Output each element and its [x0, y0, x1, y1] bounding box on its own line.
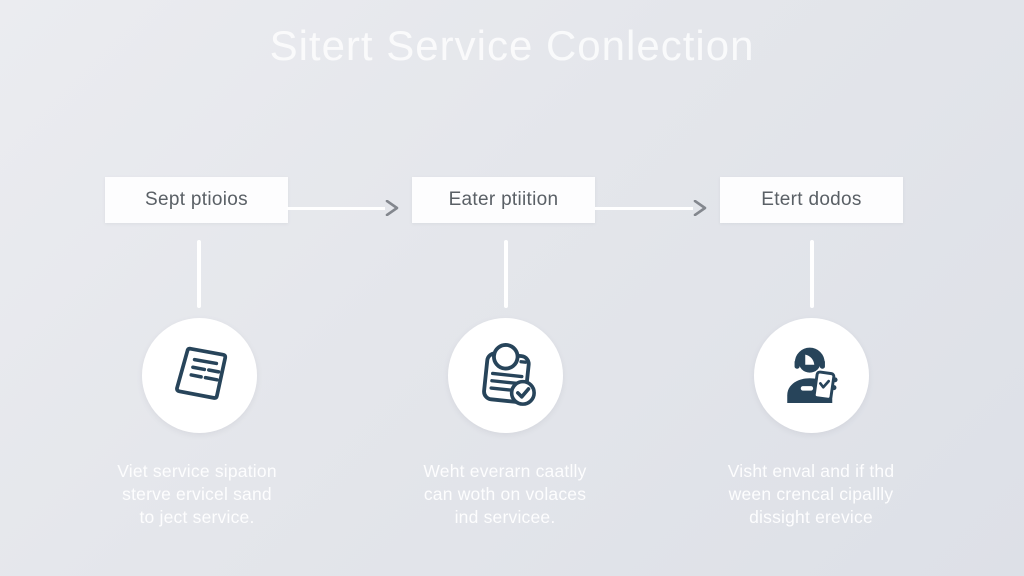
arrow-line [595, 207, 693, 210]
chevron-right-icon [693, 200, 707, 216]
icon-circle-1 [142, 318, 257, 433]
step-description-3: Visht enval and if thd ween crencal cipa… [727, 461, 895, 527]
connector-line-1 [197, 240, 201, 308]
flow-arrow-1 [287, 200, 401, 216]
icon-circle-2 [448, 318, 563, 433]
connector-line-3 [810, 240, 814, 308]
survey-check-icon [481, 342, 536, 406]
step-box-3: Etert dodos [720, 177, 903, 223]
step-label-2: Eater ptiition [448, 189, 559, 210]
flow-arrow-2 [595, 200, 709, 216]
arrow-line [287, 207, 385, 210]
step-box-2: Eater ptiition [412, 177, 595, 223]
step-box-1: Sept ptioios [105, 177, 288, 223]
page-title: Sitert Service Conlection [269, 22, 755, 69]
document-icon [174, 346, 227, 400]
step-description-2: Weht everarn caatlly can woth on volaces… [423, 461, 587, 527]
icon-circle-3 [754, 318, 869, 433]
step-label-3: Etert dodos [761, 189, 862, 210]
connector-line-2 [504, 240, 508, 308]
chevron-right-icon [385, 200, 399, 216]
step-label-1: Sept ptioios [145, 189, 248, 210]
step-description-1: Viet service sipation sterve ervicel san… [117, 461, 277, 527]
support-agent-icon [786, 347, 838, 403]
